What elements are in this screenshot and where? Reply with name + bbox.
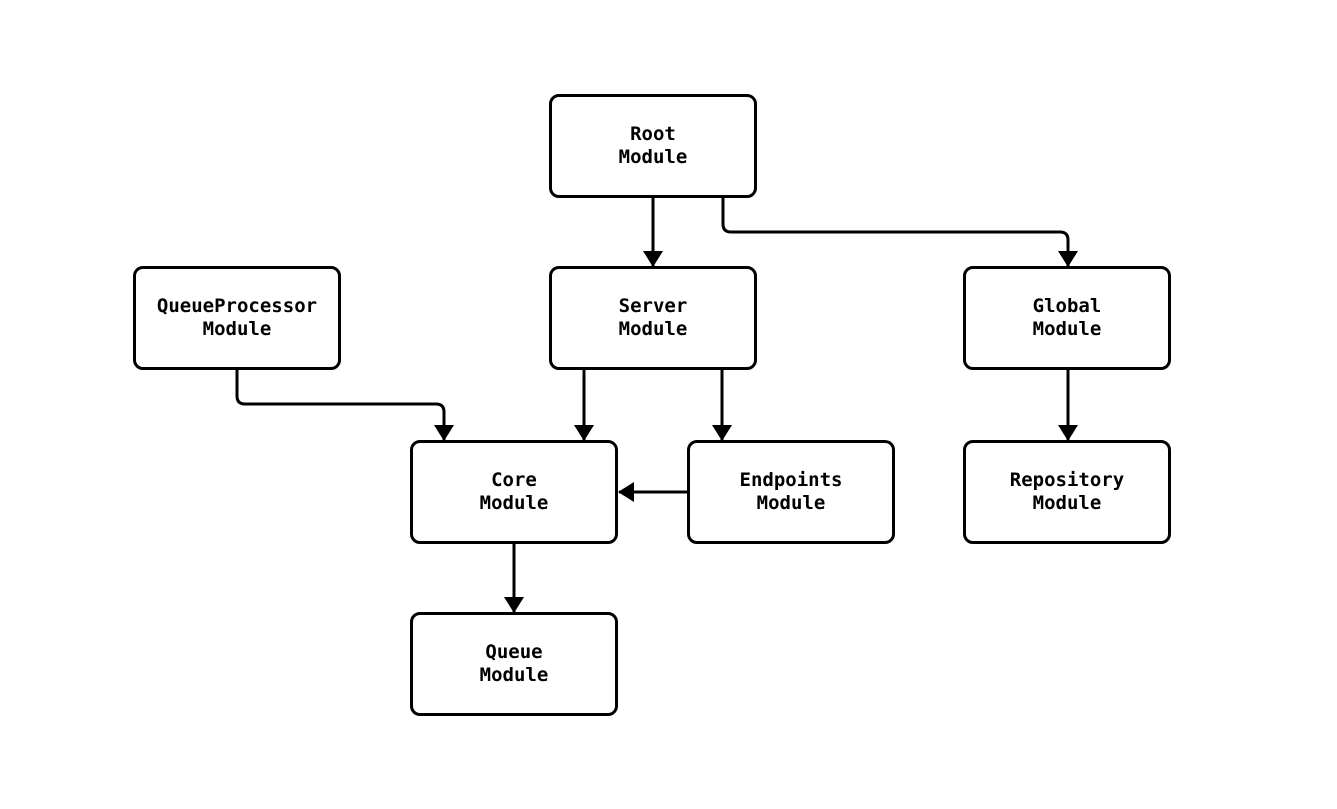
node-label-line2: Module [618,146,688,168]
node-label-line1: Root [630,123,676,145]
node-label-line1: Server [618,295,688,317]
node-label-line1: Queue [485,641,543,663]
node-endpoints-module: Endpoints Module [687,440,895,544]
edge-queueprocessor-to-core [235,370,454,441]
node-label-line2: Module [1032,318,1102,340]
node-root-module: Root Module [549,94,757,198]
node-label-line1: QueueProcessor [156,295,318,317]
node-label-line2: Module [1032,492,1102,514]
node-global-module: Global Module [963,266,1171,370]
node-label-line2: Module [202,318,272,340]
edge-root-to-global [721,198,1078,267]
node-server-module: Server Module [549,266,757,370]
node-label-line2: Module [618,318,688,340]
node-label-line1: Core [491,469,537,491]
node-label-line2: Module [479,492,549,514]
node-core-module: Core Module [410,440,618,544]
node-label-line2: Module [479,664,549,686]
node-label-line1: Global [1032,295,1102,317]
node-repository-module: Repository Module [963,440,1171,544]
node-label-line1: Repository [1009,469,1125,491]
node-label-line1: Endpoints [739,469,843,491]
node-label-line2: Module [756,492,826,514]
node-queue-module: Queue Module [410,612,618,716]
node-queueprocessor-module: QueueProcessor Module [133,266,341,370]
